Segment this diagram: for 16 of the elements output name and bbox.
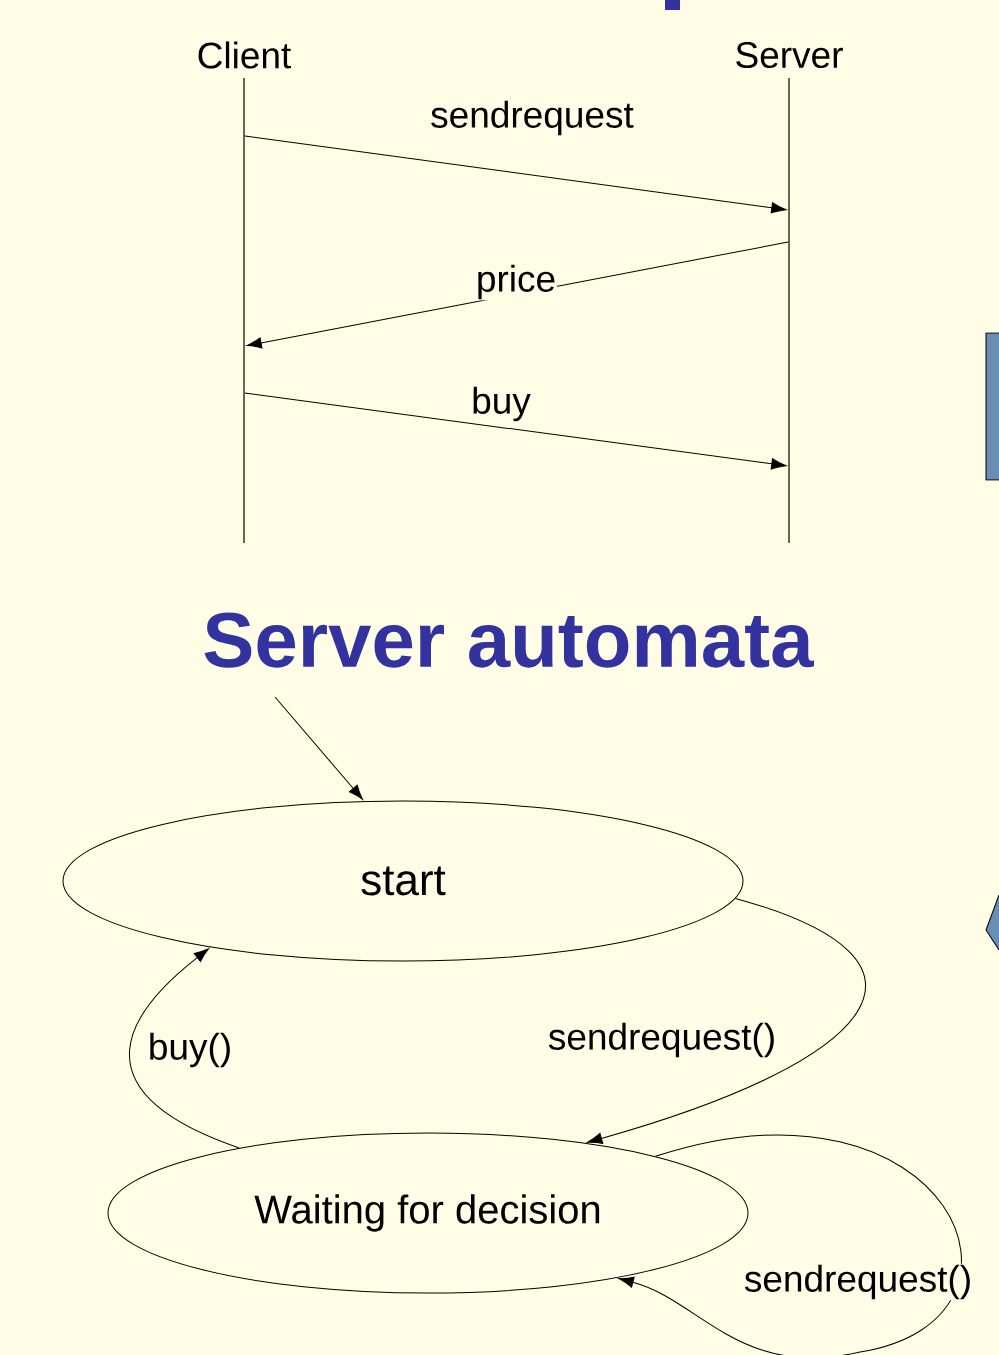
lifeline-label: Server bbox=[736, 41, 843, 69]
lifeline-label: Client bbox=[198, 41, 291, 69]
arrow bbox=[587, 897, 866, 1144]
arrow bbox=[274, 696, 364, 800]
arrow bbox=[244, 392, 787, 470]
arrow bbox=[129, 948, 240, 1149]
title: Server automata bbox=[204, 612, 814, 668]
edge-label: sendrequest() bbox=[742, 1263, 974, 1301]
edge-label: buy() bbox=[146, 1031, 234, 1069]
arrow bbox=[618, 1134, 962, 1355]
edge-label: price bbox=[474, 263, 558, 301]
arrow bbox=[246, 241, 789, 349]
edge-label: sendrequest bbox=[429, 99, 635, 137]
edge-label: buy bbox=[470, 385, 532, 423]
edge-label: sendrequest() bbox=[546, 1021, 778, 1059]
arrow bbox=[244, 135, 787, 214]
